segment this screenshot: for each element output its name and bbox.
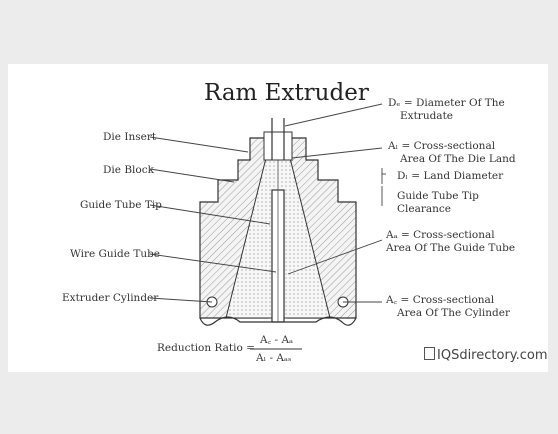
brand-watermark: IQSdirectory.com [424,347,548,363]
label-gt-1: Guide Tube Tip [397,190,479,202]
label-guide-tube-tip: Guide Tube Tip [80,199,162,211]
label-ag-1: Aₐ = Cross-sectional [386,229,495,241]
label-al-1: Aₗ = Cross-sectional [388,140,496,152]
label-die-block: Die Block [103,164,154,176]
die-insert-leader [149,136,249,153]
label-gt-2: Clearance [397,203,452,215]
reduction-ratio-denominator: Aₗ - Aₐₛ [256,352,292,364]
label-ac-2: Area Of The Cylinder [397,307,510,319]
label-extruder-cylinder: Extruder Cylinder [62,292,159,304]
label-ac-1: A꜀ = Cross-sectional [386,294,495,306]
label-wire-guide-tube: Wire Guide Tube [70,248,161,260]
ag-leader [287,239,383,275]
reduction-ratio-numerator: A꜀ - Aₐ [260,334,294,346]
label-de-2: Extrudate [400,110,454,122]
label-al-2: Area Of The Die Land [400,153,516,165]
al-leader [291,147,383,159]
guide-tube-tip-leader [149,204,271,225]
wire-guide-tube-leader [149,253,277,273]
reduction-ratio-label: Reduction Ratio = [157,342,255,354]
die-insert [263,131,293,161]
label-die-insert: Die Insert [103,131,157,143]
label-dl: Dₗ = Land Diameter [397,170,504,182]
label-ag-2: Area Of The Guide Tube [386,242,516,254]
brand-logo-icon [424,347,435,360]
die-block-leader [149,168,235,183]
label-de-1: Dₑ = Diameter Of The [388,97,505,109]
brand-text: IQSdirectory.com [437,348,548,363]
diagram-title: Ram Extruder [204,80,369,106]
de-leader [284,103,383,127]
extruder-cylinder-leader [149,297,213,303]
extruder-cylinder [199,316,357,326]
